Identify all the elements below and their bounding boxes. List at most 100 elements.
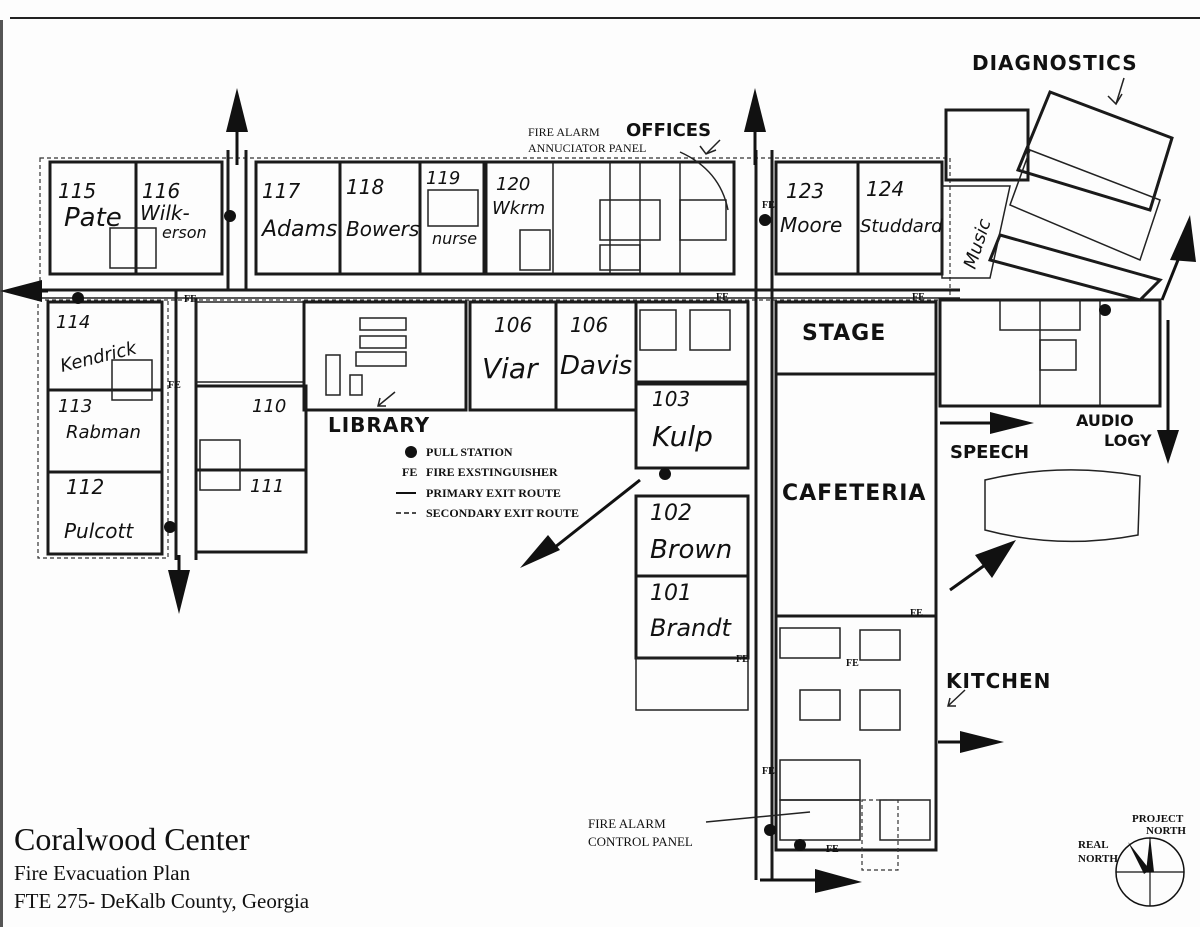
speech-label: SPEECH [950, 442, 1029, 463]
pull-station-icon [405, 446, 417, 458]
room-labels: 115 Pate 116 Wilk- erson 117 Adams 118 B… [56, 168, 996, 642]
room-106b-name: Davis [560, 351, 632, 381]
legend: PULL STATION FE FIRE EXSTINGUISHER PRIMA… [396, 445, 579, 520]
room-114-number: 114 [56, 312, 90, 333]
room-124-name: Studdard [860, 216, 943, 237]
room-124-number: 124 [866, 177, 904, 201]
fire-alarm-control-line-1: FIRE ALARM [588, 816, 666, 831]
room-120-name: Wkrm [492, 198, 545, 219]
fire-alarm-annunciator-line-1: FIRE ALARM [528, 125, 600, 139]
fe-marker: FE [168, 380, 181, 391]
cafeteria-label: CAFETERIA [782, 481, 926, 506]
exit-arrow-north-2 [744, 88, 766, 165]
room-106a-name: Viar [482, 352, 539, 385]
legend-primary-exit: PRIMARY EXIT ROUTE [426, 486, 561, 500]
room-118-name: Bowers [346, 217, 419, 241]
legend-fire-extinguisher: FIRE EXSTINGUISHER [426, 465, 558, 479]
fire-alarm-control-line-2: CONTROL PANEL [588, 834, 693, 849]
room-112-number: 112 [66, 475, 104, 499]
exit-arrows [0, 88, 1196, 893]
fire-extinguishers: FE FE FE FE FE FE FE FE FE FE [168, 200, 925, 855]
pull-station-icon [794, 839, 806, 851]
music-room-label: Music [960, 216, 996, 271]
cafeteria-block [774, 300, 938, 871]
room-123-name: Moore [780, 213, 842, 237]
room-113-name: Rabman [66, 422, 141, 443]
pull-station-icon [164, 521, 176, 533]
exit-arrow-south-1 [168, 555, 190, 614]
library-label: LIBRARY [328, 413, 430, 437]
north-compass: PROJECT NORTH REAL NORTH [1078, 813, 1186, 907]
room-113-number: 113 [58, 396, 92, 417]
exit-arrow-east-speech [940, 412, 1034, 434]
exit-arrow-kitchen [938, 731, 1004, 753]
fe-marker: FE [736, 654, 749, 665]
pull-station-icon [659, 468, 671, 480]
pull-stations [72, 210, 1111, 851]
plan-subtitle: Fire Evacuation Plan [14, 861, 191, 885]
east-wing [938, 90, 1174, 408]
title-block: Coralwood Center Fire Evacuation Plan FT… [14, 821, 310, 913]
exit-arrow-cafeteria [949, 540, 1016, 592]
legend-pull-station: PULL STATION [426, 445, 513, 459]
real-north-label-2: NORTH [1078, 853, 1118, 865]
exit-arrow-southwest [520, 478, 641, 568]
room-102-name: Brown [650, 535, 732, 565]
fe-marker: FE [762, 766, 775, 777]
fe-marker: FE [912, 292, 925, 303]
fe-marker: FE [762, 200, 775, 211]
project-north-label-1: PROJECT [1132, 813, 1184, 825]
room-119-number: 119 [426, 168, 460, 189]
room-117-name: Adams [260, 217, 337, 242]
fe-marker: FE [716, 292, 729, 303]
real-north-pointer-icon [1128, 842, 1150, 874]
fire-alarm-annunciator-line-2: ANNUCIATOR PANEL [528, 141, 646, 155]
plan-location: FTE 275- DeKalb County, Georgia [14, 889, 310, 913]
room-114-name: Kendrick [58, 337, 140, 377]
room-111-number: 111 [250, 476, 284, 497]
kitchen-label: KITCHEN [946, 669, 1051, 693]
project-north-label-2: NORTH [1146, 825, 1186, 837]
room-101-name: Brandt [650, 614, 732, 642]
panel-annotations: FIRE ALARM ANNUCIATOR PANEL FIRE ALARM C… [528, 125, 693, 849]
pull-station-icon [224, 210, 236, 222]
room-119-name: nurse [432, 229, 477, 248]
pull-station-icon [72, 292, 84, 304]
audiology-label-2: LOGY [1104, 431, 1152, 450]
fe-marker: FE [826, 844, 839, 855]
room-116-name-1: Wilk- [140, 201, 190, 225]
room-123-number: 123 [786, 179, 824, 203]
legend-secondary-exit: SECONDARY EXIT ROUTE [426, 506, 579, 520]
room-116-number: 116 [142, 179, 180, 203]
room-101-number: 101 [650, 581, 692, 606]
exit-arrow-north-1 [226, 88, 248, 165]
room-117-number: 117 [262, 179, 300, 203]
central-block [302, 300, 750, 711]
exit-arrow-south-2 [760, 869, 862, 893]
stage-label: STAGE [802, 321, 886, 346]
room-102-number: 102 [650, 501, 692, 526]
room-118-number: 118 [346, 175, 384, 199]
room-110-number: 110 [252, 396, 286, 417]
room-116-name-2: erson [162, 223, 207, 242]
real-north-label-1: REAL [1078, 839, 1109, 851]
fe-marker: FE [184, 294, 197, 305]
room-115-number: 115 [58, 179, 96, 203]
offices-label: OFFICES [626, 120, 711, 141]
pull-station-icon [1099, 304, 1111, 316]
audiology-label-1: AUDIO [1076, 411, 1134, 430]
plan-title: Coralwood Center [14, 821, 250, 857]
exit-arrow-audiology [1157, 320, 1179, 464]
room-115-name: Pate [64, 203, 122, 233]
room-106b-number: 106 [570, 313, 608, 337]
fe-marker: FE [910, 608, 923, 619]
legend-fe-symbol: FE [402, 465, 417, 479]
exit-arrow-northeast [1160, 215, 1196, 301]
room-106a-number: 106 [494, 313, 532, 337]
pull-station-icon [759, 214, 771, 226]
area-labels: DIAGNOSTICS OFFICES LIBRARY STAGE SPEECH… [328, 51, 1152, 693]
room-103-name: Kulp [652, 420, 713, 453]
room-120-number: 120 [496, 174, 530, 195]
pointer-arrows [377, 77, 1125, 823]
